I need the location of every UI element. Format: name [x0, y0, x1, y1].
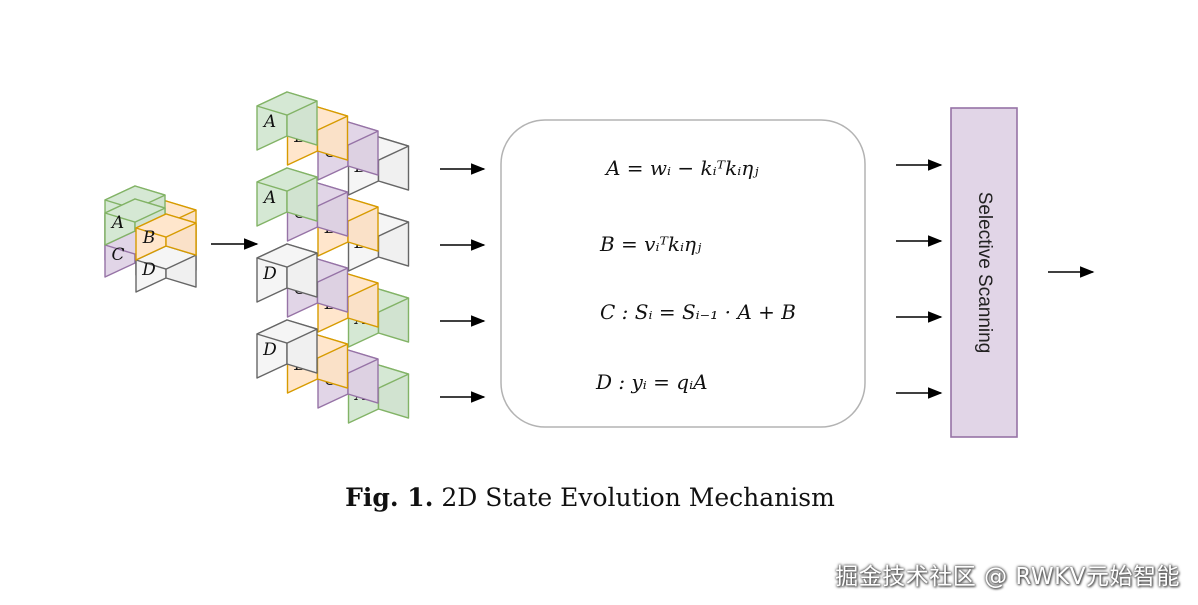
equation-b: B = vᵢᵀkᵢηⱼ: [600, 232, 702, 256]
selective-scanning: Selective Scanning: [951, 108, 1017, 437]
selective-scanning-label: Selective Scanning: [974, 191, 995, 354]
watermark: 掘金技术社区 @ RWKV元始智能: [835, 564, 1180, 590]
seq3-cube-d-top-face: [256, 243, 318, 268]
caption-text: 2D State Evolution Mechanism: [441, 483, 835, 512]
input-cube-a2-top-face: [104, 198, 166, 223]
seq1-cube-a-label: A: [262, 112, 276, 132]
input-cube-a2-label: A: [110, 213, 124, 233]
equation-a: A = wᵢ − kᵢᵀkᵢηⱼ: [606, 156, 759, 180]
input-cube-b2-label: B: [142, 228, 156, 248]
seq3-cube-d-label: D: [262, 264, 277, 284]
seq2-cube-a-top-face: [256, 167, 318, 192]
seq4-cube-d-top-face: [256, 319, 318, 344]
equations-box: [500, 119, 866, 428]
input-cube-b2-top-face: [135, 213, 197, 238]
seq4-cube-d-label: D: [262, 340, 277, 360]
equation-c: C : Sᵢ = Sᵢ₋₁ · A + B: [600, 300, 796, 324]
seq2-cube-a-label: A: [262, 188, 276, 208]
seq1-cube-a-top-face: [256, 91, 318, 116]
selective-scanning-box: [950, 107, 1018, 438]
input-cube-c2-label: C: [111, 245, 124, 265]
equation-d: D : yᵢ = qᵢA: [596, 370, 708, 394]
input-cube-d2-label: D: [141, 260, 156, 280]
caption-label: Fig. 1.: [345, 483, 434, 512]
figure-caption: Fig. 1. 2D State Evolution Mechanism: [0, 483, 1180, 512]
